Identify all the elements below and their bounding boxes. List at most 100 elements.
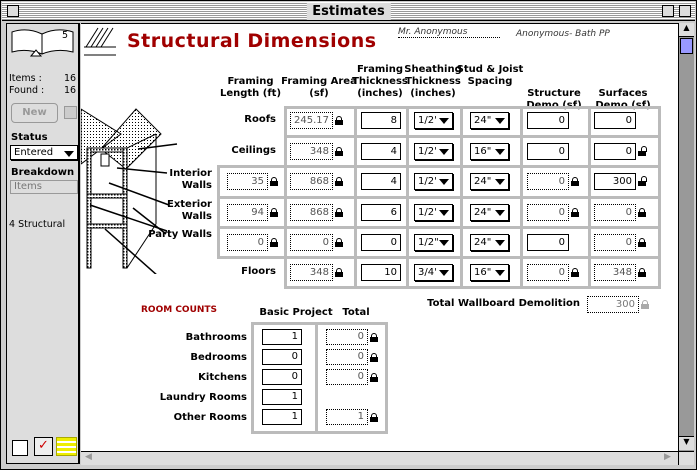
lock-icon[interactable] <box>638 238 646 247</box>
grid-line <box>217 226 661 229</box>
framing-area-field: 868 <box>290 204 333 221</box>
structure-demo-field[interactable]: 0 <box>527 234 569 251</box>
framing-thickness-input[interactable]: 8 <box>361 112 401 129</box>
column-header: Sheathing Thickness (inches) <box>404 64 462 99</box>
lock-icon[interactable] <box>638 208 646 217</box>
grid-line <box>284 135 661 138</box>
layout-content: Structural Dimensions Mr. Anonymous Anon… <box>81 23 678 451</box>
row-label: Exterior Walls <box>166 199 212 222</box>
lock-icon[interactable] <box>638 268 646 277</box>
grid-line <box>217 167 220 258</box>
resize-grip[interactable] <box>678 451 694 465</box>
scroll-down-arrow-icon[interactable]: ▼ <box>679 436 694 450</box>
sheathing-thickness-popup[interactable]: 3/4' <box>414 264 453 281</box>
status-popup[interactable]: Entered <box>10 145 78 160</box>
unlock-icon[interactable] <box>638 176 647 186</box>
stud-spacing-popup[interactable]: 24" <box>470 112 509 129</box>
lock-icon <box>571 208 579 217</box>
framing-area-field: 0 <box>290 234 333 251</box>
sheathing-thickness-popup[interactable]: 1/2' <box>414 204 453 221</box>
room-counts-title: ROOM COUNTS <box>141 305 218 315</box>
framing-area-field: 348 <box>290 264 333 281</box>
close-box[interactable] <box>7 5 19 17</box>
lock-icon <box>370 333 378 342</box>
zoom-box[interactable] <box>662 5 674 17</box>
scroll-thumb[interactable] <box>680 38 693 54</box>
basic-project-input[interactable]: 1 <box>262 329 302 345</box>
horizontal-scrollbar[interactable]: ◀ ▶ <box>81 451 678 465</box>
sheathing-thickness-popup[interactable]: 1/2' <box>414 173 453 190</box>
framing-thickness-input[interactable]: 4 <box>361 173 401 190</box>
surfaces-demo-field[interactable]: 300 <box>594 173 636 190</box>
lock-icon <box>370 413 378 422</box>
column-header: Structure Demo (sf) <box>526 88 581 111</box>
lock-icon <box>335 208 343 217</box>
scroll-up-arrow-icon[interactable]: ▲ <box>679 23 694 37</box>
room-total-field: 0 <box>326 349 368 365</box>
stud-spacing-popup[interactable]: 16" <box>470 143 509 160</box>
vertical-scrollbar[interactable]: ▲ ▼ <box>678 23 694 451</box>
structure-demo-field[interactable]: 0 <box>527 112 569 129</box>
lock-icon <box>571 268 579 277</box>
stud-spacing-popup[interactable]: 24" <box>470 234 509 251</box>
found-label: Found : <box>9 85 45 96</box>
lock-icon <box>335 177 343 186</box>
layout-name: 4 Structural <box>9 219 66 230</box>
surfaces-demo-field[interactable]: 0 <box>594 112 636 129</box>
structure-demo-field[interactable]: 0 <box>527 143 569 160</box>
title-bar[interactable]: Estimates <box>2 2 695 21</box>
framing-thickness-input[interactable]: 6 <box>361 204 401 221</box>
column-header: Framing Length (ft) <box>219 76 282 99</box>
stud-spacing-popup[interactable]: 24" <box>470 204 509 221</box>
book-icon[interactable] <box>9 28 77 58</box>
structure-demo-field: 0 <box>527 204 569 221</box>
surfaces-demo-field: 0 <box>594 204 636 221</box>
scroll-left-arrow-icon[interactable]: ◀ <box>85 452 92 462</box>
lock-icon <box>370 373 378 382</box>
sheathing-thickness-popup[interactable]: 1/2' <box>414 143 453 160</box>
basic-project-input[interactable]: 0 <box>262 369 302 385</box>
lock-icon <box>270 177 278 186</box>
surfaces-demo-field[interactable]: 0 <box>594 143 636 160</box>
column-header: Stud & Joist Spacing <box>456 64 524 87</box>
stud-spacing-popup[interactable]: 24" <box>470 173 509 190</box>
lock-icon <box>335 268 343 277</box>
column-header: Surfaces Demo (sf) <box>595 88 650 111</box>
basic-project-input[interactable]: 1 <box>262 409 302 425</box>
breakdown-popup[interactable]: Items <box>10 180 78 194</box>
items-count: 16 <box>64 73 77 84</box>
window-title: Estimates <box>306 3 391 20</box>
room-counts-box <box>251 322 388 434</box>
new-button[interactable]: New <box>11 103 58 123</box>
basic-project-input[interactable]: 0 <box>262 349 302 365</box>
row-label: Interior Walls <box>169 168 212 191</box>
grid-line <box>284 286 661 289</box>
collapse-box[interactable] <box>679 5 691 17</box>
client-name-field[interactable]: Mr. Anonymous <box>398 27 500 38</box>
room-label: Bedrooms <box>190 352 247 363</box>
room-total-field: 0 <box>326 369 368 385</box>
structure-demo-field: 0 <box>527 173 569 190</box>
total-header: Total <box>342 307 370 318</box>
checklist-icon[interactable]: ✓ <box>34 437 53 456</box>
framing-thickness-input[interactable]: 10 <box>361 264 401 281</box>
column-header: Framing Area (sf) <box>281 76 357 99</box>
sheathing-thickness-popup[interactable]: 1/2" <box>414 234 453 251</box>
scroll-right-arrow-icon[interactable]: ▶ <box>664 452 671 462</box>
sheathing-thickness-popup[interactable]: 1/2' <box>414 112 453 129</box>
stud-spacing-popup[interactable]: 16" <box>470 264 509 281</box>
basic-project-input[interactable]: 1 <box>262 389 302 405</box>
house-diagram <box>81 108 178 274</box>
framing-thickness-input[interactable]: 4 <box>361 143 401 160</box>
framing-thickness-input[interactable]: 0 <box>361 234 401 251</box>
row-label: Party Walls <box>148 229 212 240</box>
blank-record-icon[interactable] <box>12 440 28 456</box>
grid-line <box>217 165 661 168</box>
unlock-icon[interactable] <box>638 146 647 156</box>
new-menu-arrow-icon[interactable] <box>64 106 77 119</box>
lock-icon <box>270 238 278 247</box>
tape-measure-icon[interactable] <box>56 437 77 456</box>
framing-logo-icon <box>84 27 116 56</box>
total-wallboard-label: Total Wallboard Demolition <box>427 298 580 309</box>
